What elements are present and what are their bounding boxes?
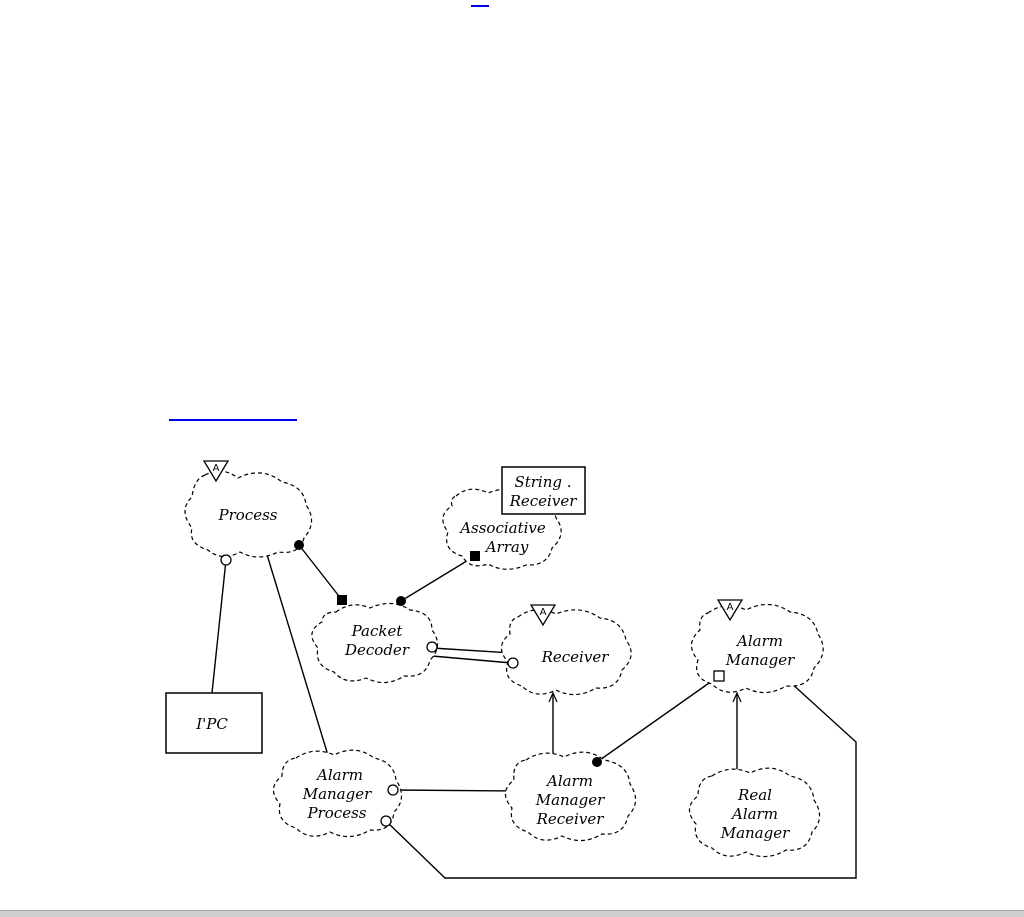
- associative-array-label: Associative Array: [458, 519, 546, 556]
- real-alarm-manager-class-cloud: [688, 767, 821, 858]
- process-abstract-marker: A: [202, 460, 230, 483]
- real-alarm-manager-label: Real Alarm Manager: [720, 786, 790, 842]
- packet-decoder-has-dot: [396, 596, 406, 606]
- alarm-manager-process-inherits-process: [265, 548, 331, 763]
- alarm-manager-receiver-label: Alarm Manager Receiver: [535, 772, 605, 828]
- top-navigation-link[interactable]: [471, 0, 489, 7]
- ipc-label-line-1: I'PC: [195, 715, 228, 733]
- alarm-manager-process-label: Alarm Manager Process: [302, 766, 372, 822]
- relationships: [211, 544, 857, 879]
- associative-array-label-line-1: Associative: [458, 519, 546, 537]
- alarm-manager-receiver-alarm-manager-line: [596, 675, 720, 763]
- alarm-manager-process-uses-circle-a: [387, 784, 399, 796]
- bottom-scrollbar-edge: [0, 910, 1024, 917]
- alarm-manager-receiver-has-dot: [592, 757, 602, 767]
- alarm-manager-process-class-cloud: [272, 749, 403, 838]
- string-receiver-label-line-1: String .: [514, 473, 571, 491]
- packet-decoder-receiver-line-b: [431, 655, 513, 664]
- packet-decoder-label-line-2: Decoder: [344, 641, 410, 659]
- figure-caption-link[interactable]: [169, 403, 297, 421]
- associative-array-key-square: [470, 551, 480, 561]
- process-uses-circle: [220, 554, 232, 566]
- packet-decoder-label: Packet Decoder: [344, 622, 410, 659]
- process-abstract-label: A: [213, 463, 220, 474]
- alarm-manager-abstract-label: A: [727, 602, 734, 613]
- alarm-manager-process-label-line-2: Manager: [302, 785, 372, 803]
- string-receiver-label: String . Receiver: [509, 473, 578, 510]
- alarm-manager-label: Alarm Manager: [725, 632, 795, 669]
- receiver-uses-circle: [507, 657, 519, 669]
- ipc-class-box: [165, 692, 263, 754]
- alarm-manager-receiver-label-line-2: Manager: [535, 791, 605, 809]
- process-class-cloud: [184, 470, 313, 558]
- receiver-abstract-label: A: [540, 607, 547, 618]
- alarm-manager-receiver-label-line-1: Alarm: [545, 772, 593, 790]
- real-alarm-manager-label-line-3: Manager: [720, 824, 790, 842]
- packet-decoder-receiver-line-a: [431, 647, 513, 654]
- alarm-manager-receiver-class-cloud: [504, 751, 637, 842]
- packet-decoder-label-line-1: Packet: [351, 622, 404, 640]
- alarm-manager-abstract-marker: A: [716, 599, 744, 622]
- packet-decoder-associative-array-line: [400, 555, 476, 602]
- alarm-manager-process-receiver-line: [392, 789, 513, 792]
- string-receiver-label-line-2: Receiver: [509, 492, 578, 510]
- receiver-label-line-1: Receiver: [541, 648, 610, 666]
- receiver-abstract-marker: A: [529, 604, 557, 627]
- real-alarm-manager-label-line-1: Real: [737, 786, 772, 804]
- alarm-manager-process-label-line-1: Alarm: [315, 766, 363, 784]
- ipc-label: I'PC: [195, 715, 228, 733]
- packet-decoder-key-square: [337, 595, 347, 605]
- alarm-manager-key-square: [713, 670, 725, 682]
- alarm-manager-receiver-label-line-3: Receiver: [536, 810, 605, 828]
- process-label: Process: [218, 506, 278, 524]
- alarm-manager-process-alarm-manager-line: [385, 681, 857, 879]
- process-has-dot: [294, 540, 304, 550]
- alarm-manager-label-line-1: Alarm: [735, 632, 783, 650]
- alarm-manager-label-line-2: Manager: [725, 651, 795, 669]
- associative-array-label-line-2: Array: [484, 538, 529, 556]
- alarm-manager-process-uses-circle-b: [380, 815, 392, 827]
- process-packet-decoder-line: [298, 544, 343, 601]
- process-label-line-1: Process: [218, 506, 278, 524]
- process-ipc-line: [211, 559, 227, 694]
- packet-decoder-uses-circle: [426, 641, 438, 653]
- alarm-manager-process-label-line-3: Process: [307, 804, 367, 822]
- receiver-class-cloud: [500, 609, 632, 696]
- string-receiver-class-box: [501, 466, 586, 515]
- real-alarm-manager-label-line-2: Alarm: [730, 805, 778, 823]
- receiver-label: Receiver: [541, 648, 610, 666]
